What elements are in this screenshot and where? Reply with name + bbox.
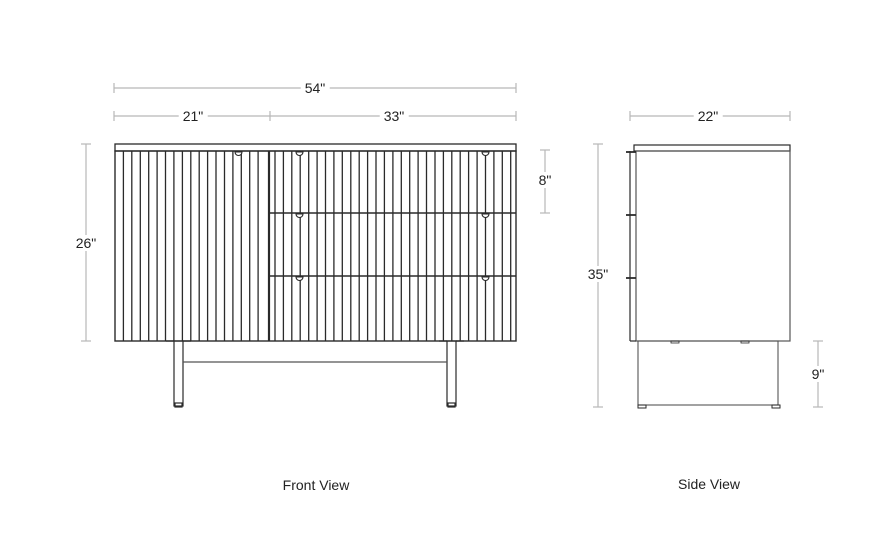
drawer-1-left-pull-icon [295,151,304,157]
front-slats [122,151,512,342]
side-cabinet-body [635,150,791,342]
drawer-2-right-pull-icon [481,213,490,219]
drawer-2-left-pull-icon [295,213,304,219]
front-left-leg [173,340,184,407]
side-foot-back [771,404,781,409]
front-view-drawing [114,143,517,408]
drawer-1-right-pull-icon [481,151,490,157]
front-right-leg [446,340,457,407]
front-left-leg-foot [174,402,183,408]
side-top-panel [633,144,791,152]
side-view-drawing [626,144,791,409]
drawer-3-right-pull-icon [481,276,490,282]
overall-width-label: 54" [300,80,330,96]
depth-label: 22" [693,108,723,124]
front-view-caption: Front View [282,477,350,493]
front-cabinet-body [114,150,517,342]
right-section-width-label: 33" [379,108,409,124]
drawer-3-left-pull-icon [295,276,304,282]
cabinet-height-label: 26" [71,235,101,251]
front-dimension-lines [81,83,550,342]
side-base [637,340,779,406]
overall-height-label: 35" [583,266,613,282]
side-view-caption: Side View [677,476,741,492]
front-right-leg-foot [447,402,456,408]
side-dimension-lines [593,111,823,408]
door-pull-icon [234,151,243,157]
front-legs [173,340,457,408]
pulls [234,151,490,282]
leg-height-label: 9" [807,366,829,382]
left-section-width-label: 21" [178,108,208,124]
side-foot-front [637,404,647,409]
side-pulls [626,151,636,279]
front-top-panel [114,143,517,152]
drawer-height-label: 8" [534,172,556,188]
